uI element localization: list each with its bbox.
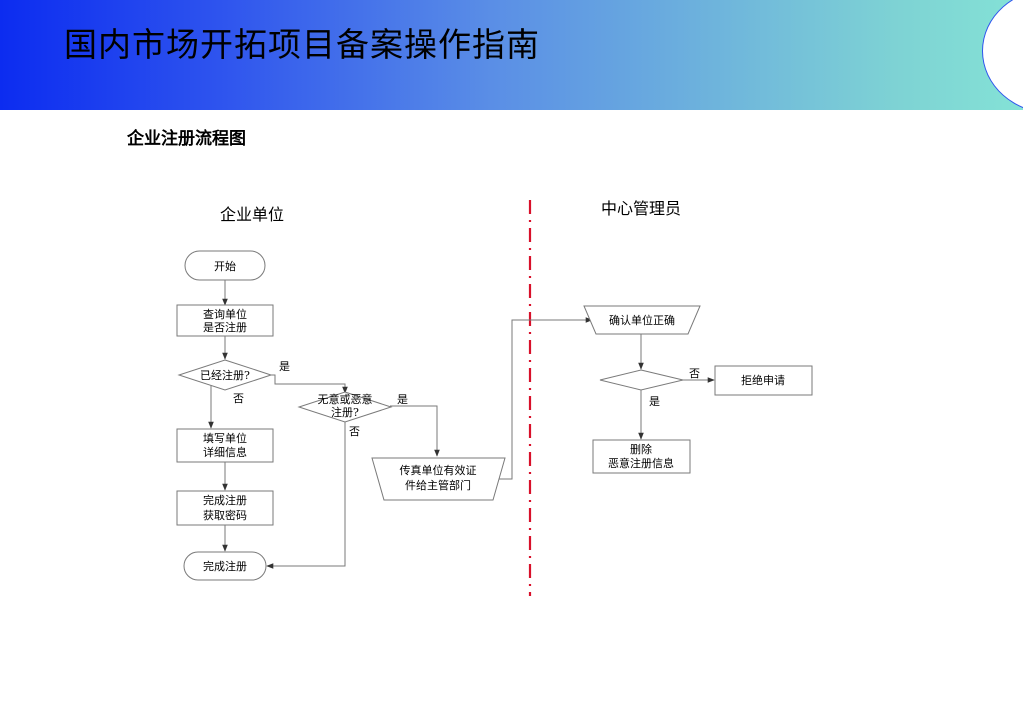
edge-fax-to-confirm: [498, 317, 593, 480]
lane-label-admin: 中心管理员: [601, 199, 681, 218]
svg-text:填写单位: 填写单位: [203, 431, 247, 445]
node-start: 开始: [184, 250, 266, 281]
label-malicious-yes: 是: [397, 393, 408, 406]
label-malicious-no: 否: [349, 425, 360, 438]
label-confirm-no: 否: [689, 367, 700, 380]
svg-text:是否注册: 是否注册: [203, 320, 247, 334]
svg-text:完成注册: 完成注册: [203, 493, 247, 507]
svg-text:确认单位正确: 确认单位正确: [609, 313, 675, 327]
edge-labels: 是 否 是 否 否 是: [233, 360, 700, 438]
node-delete-malicious-info: 删除 恶意注册信息: [592, 439, 691, 474]
svg-text:无意或恶意: 无意或恶意: [318, 392, 373, 406]
node-fax-documents: 传真单位有效证 件给主管部门: [371, 457, 506, 501]
node-registered-decision: 已经注册?: [177, 359, 273, 391]
svg-text:拒绝申请: 拒绝申请: [741, 373, 785, 387]
edge-malicious-no: [266, 422, 346, 569]
label-confirm-yes: 是: [649, 395, 660, 408]
connectors: [208, 280, 715, 569]
svg-text:注册?: 注册?: [331, 405, 359, 419]
edge-malicious-yes: [390, 405, 440, 457]
svg-text:已经注册?: 已经注册?: [200, 368, 250, 382]
flowchart-subtitle: 企业注册流程图: [127, 129, 246, 149]
page-title: 国内市场开拓项目备案操作指南: [64, 25, 540, 64]
node-query-unit: 查询单位 是否注册: [176, 304, 274, 337]
node-fill-details: 填写单位 详细信息: [176, 428, 274, 463]
node-malicious-decision: 无意或恶意 注册?: [297, 391, 393, 423]
node-admin-decision: [599, 369, 684, 391]
svg-text:查询单位: 查询单位: [203, 307, 247, 321]
node-end: 完成注册: [183, 551, 267, 581]
svg-text:开始: 开始: [214, 259, 236, 273]
svg-text:获取密码: 获取密码: [203, 508, 247, 522]
edge-registered-yes: [270, 374, 348, 394]
svg-text:删除: 删除: [630, 442, 652, 456]
lane-label-enterprise: 企业单位: [220, 205, 284, 224]
node-reject-application: 拒绝申请: [714, 365, 813, 396]
label-registered-no: 否: [233, 392, 244, 405]
svg-text:详细信息: 详细信息: [203, 445, 247, 459]
header-banner: 国内市场开拓项目备案操作指南: [0, 0, 1023, 110]
svg-text:件给主管部门: 件给主管部门: [405, 478, 471, 492]
node-confirm-unit: 确认单位正确: [583, 305, 701, 335]
node-complete-registration: 完成注册 获取密码: [176, 490, 274, 526]
svg-text:完成注册: 完成注册: [203, 559, 247, 573]
svg-text:传真单位有效证: 传真单位有效证: [400, 463, 477, 477]
svg-text:恶意注册信息: 恶意注册信息: [608, 456, 674, 470]
label-registered-yes: 是: [279, 360, 290, 373]
